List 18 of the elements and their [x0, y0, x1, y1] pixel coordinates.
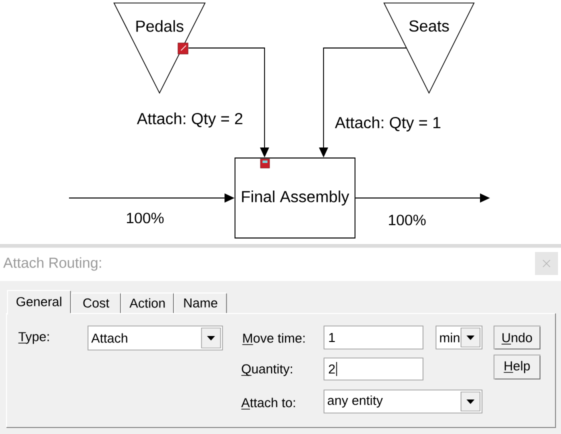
- edge-label: 100%: [124, 212, 166, 224]
- tab: Action: [121, 292, 174, 314]
- text-field: 2: [324, 358, 424, 380]
- process-box: Final Assembly: [234, 158, 356, 238]
- edge-label: Attach: Qty = 1: [334, 116, 442, 132]
- edge-label: Attach: Qty = 2: [136, 112, 244, 128]
- field-label: Quantity:: [240, 364, 292, 376]
- push-button: Undo: [494, 326, 540, 350]
- push-button: Help: [494, 354, 540, 380]
- dialog-title: Attach Routing:: [3, 257, 101, 271]
- field-label: Attach to:: [240, 398, 295, 410]
- field-label: Move time:: [242, 333, 305, 345]
- tab: Name: [174, 292, 227, 314]
- edge-label: 100%: [386, 214, 428, 226]
- text-field: 1: [324, 326, 424, 350]
- tab: Cost: [71, 292, 121, 314]
- field-label: Type:: [18, 332, 49, 344]
- tab: General: [7, 290, 71, 315]
